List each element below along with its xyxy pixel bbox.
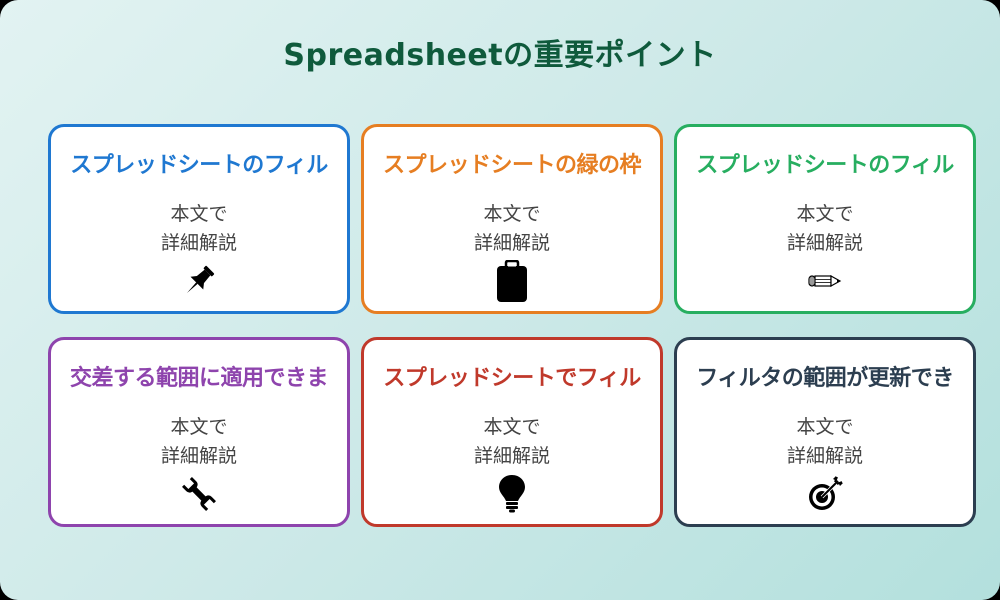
card-title: フィルタの範囲が更新でき <box>696 366 954 391</box>
card-body-line-2: 詳細解説 <box>160 445 237 467</box>
lightbulb-icon <box>492 474 532 514</box>
pencil-icon <box>805 261 845 301</box>
card-1: スプレッドシートのフィル 本文で 詳細解説 <box>48 124 350 314</box>
card-body-line-1: 本文で <box>483 416 541 438</box>
card-body: 本文で 詳細解説 <box>51 200 347 258</box>
card-body-line-1: 本文で <box>483 203 541 225</box>
pushpin-icon <box>179 261 219 301</box>
card-title: スプレッドシートでフィル <box>383 366 641 391</box>
card-body-line-2: 詳細解説 <box>786 445 863 467</box>
card-body-line-1: 本文で <box>796 203 854 225</box>
card-title: スプレッドシートのフィル <box>696 153 954 178</box>
card-body: 本文で 詳細解説 <box>364 413 660 471</box>
page-title: Spreadsheetの重要ポイント <box>283 38 717 73</box>
card-body: 本文で 詳細解説 <box>51 413 347 471</box>
card-body-line-1: 本文で <box>170 203 228 225</box>
card-body-line-2: 詳細解説 <box>160 232 237 254</box>
card-body-line-2: 詳細解説 <box>473 445 550 467</box>
card-title: 交差する範囲に適用できま <box>69 366 329 391</box>
card-2: スプレッドシートの緑の枠 本文で 詳細解説 <box>361 124 663 314</box>
target-icon <box>805 474 845 514</box>
card-3: スプレッドシートのフィル 本文で 詳細解説 <box>674 124 976 314</box>
card-4: 交差する範囲に適用できま 本文で 詳細解説 <box>48 337 350 527</box>
card-title: スプレッドシートの緑の枠 <box>382 153 642 178</box>
card-body-line-1: 本文で <box>796 416 854 438</box>
card-title: スプレッドシートのフィル <box>70 153 328 178</box>
card-body-line-2: 詳細解説 <box>786 232 863 254</box>
card-body: 本文で 詳細解説 <box>677 413 973 471</box>
card-6: フィルタの範囲が更新でき 本文で 詳細解説 <box>674 337 976 527</box>
card-body: 本文で 詳細解説 <box>677 200 973 258</box>
card-body: 本文で 詳細解説 <box>364 200 660 258</box>
card-body-line-2: 詳細解説 <box>473 232 550 254</box>
clipboard-icon <box>492 260 532 302</box>
wrench-icon <box>179 474 219 514</box>
card-body-line-1: 本文で <box>170 416 228 438</box>
card-5: スプレッドシートでフィル 本文で 詳細解説 <box>361 337 663 527</box>
